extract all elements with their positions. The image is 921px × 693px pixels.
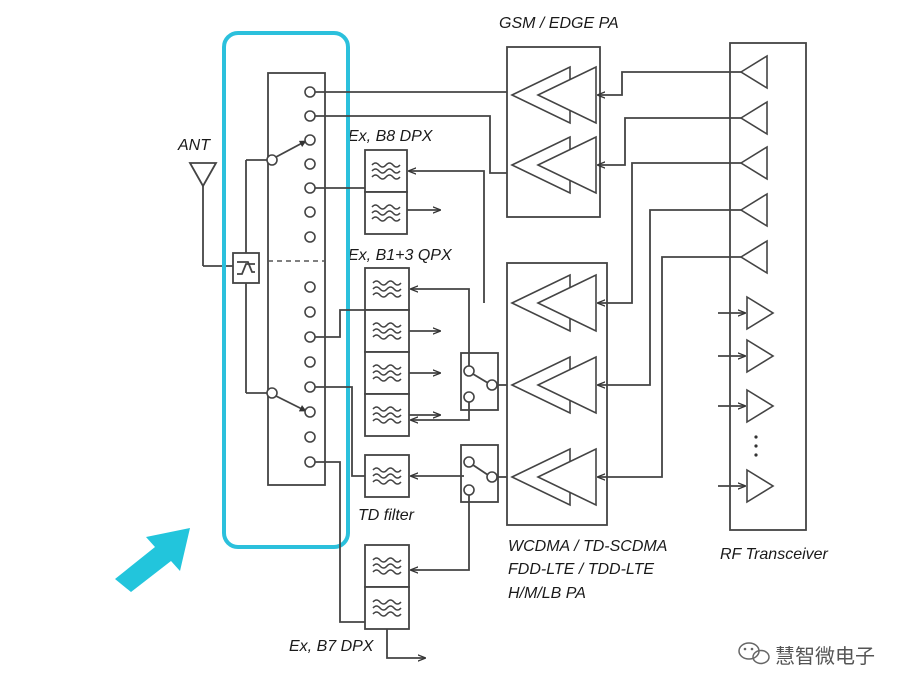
td-filter bbox=[364, 454, 410, 498]
callout-arrow-icon bbox=[115, 528, 190, 592]
pa-label-line1: WCDMA / TD-SCDMA bbox=[508, 538, 667, 555]
b7-dpx-label: Ex, B7 DPX bbox=[289, 638, 375, 655]
diplexer-icon bbox=[232, 252, 260, 284]
multimode-pa bbox=[506, 262, 608, 526]
rf-transceiver bbox=[729, 42, 807, 531]
gsm-edge-pa bbox=[506, 46, 601, 218]
pa-label-line3: H/M/LB PA bbox=[508, 585, 586, 602]
antenna-icon bbox=[188, 162, 233, 267]
b8-dpx-label: Ex, B8 DPX bbox=[348, 128, 434, 145]
band-select-switch bbox=[460, 352, 499, 411]
highlight-frame bbox=[222, 31, 350, 549]
b8-duplexer bbox=[364, 149, 408, 235]
b7-duplexer bbox=[364, 544, 410, 630]
pa-label-line2: FDD-LTE / TDD-LTE bbox=[508, 561, 654, 578]
wechat-logo-icon bbox=[738, 642, 770, 665]
gsm-pa-label: GSM / EDGE PA bbox=[499, 15, 619, 32]
td-filter-label: TD filter bbox=[358, 507, 415, 524]
td-switch bbox=[460, 444, 499, 503]
b13-quadplexer bbox=[364, 267, 410, 437]
ant-label: ANT bbox=[177, 137, 211, 154]
b13-qpx-label: Ex, B1+3 QPX bbox=[348, 247, 453, 264]
antenna-switch bbox=[266, 72, 326, 486]
rf-transceiver-label: RF Transceiver bbox=[720, 546, 829, 563]
watermark-text: 慧智微电子 bbox=[775, 645, 875, 668]
